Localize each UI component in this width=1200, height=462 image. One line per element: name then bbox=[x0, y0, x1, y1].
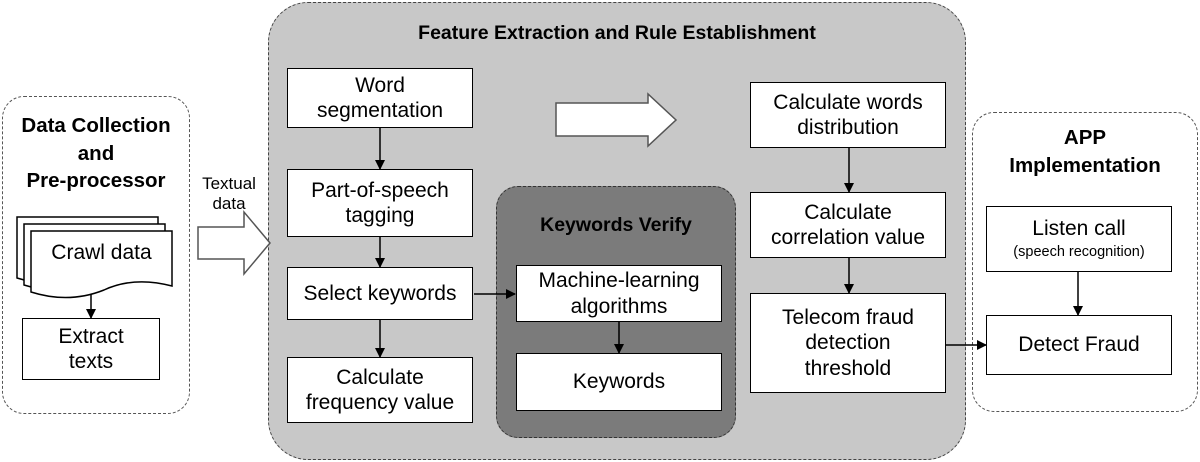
keywords-verify-title: Keywords Verify bbox=[540, 214, 692, 236]
app-title-line1: APP bbox=[1063, 126, 1107, 149]
data-collection-title-line2: and bbox=[77, 141, 115, 165]
calculate-frequency-line1: Calculate bbox=[336, 365, 424, 389]
listen-call-line1: Listen call bbox=[1032, 217, 1126, 241]
calculate-correlation-box: Calculate correlation value bbox=[750, 192, 946, 258]
fraud-threshold-box: Telecom fraud detection threshold bbox=[750, 293, 946, 393]
app-implementation-title: APP Implementation bbox=[972, 124, 1198, 179]
crawl-data-label: Crawl data bbox=[51, 241, 152, 264]
app-title-line2: Implementation bbox=[1009, 153, 1161, 177]
machine-learning-line1: Machine-learning bbox=[538, 269, 700, 293]
process-flow-arrow bbox=[555, 92, 678, 148]
fraud-threshold-line3: threshold bbox=[804, 356, 892, 380]
data-collection-title-line3: Pre-processor bbox=[26, 169, 166, 193]
calculate-frequency-box: Calculate frequency value bbox=[287, 357, 473, 423]
calculate-distribution-line1: Calculate words bbox=[773, 90, 923, 114]
select-keywords-box: Select keywords bbox=[287, 267, 473, 320]
textual-data-arrow bbox=[197, 209, 271, 277]
fraud-threshold-line2: detection bbox=[805, 331, 891, 355]
data-collection-title-line1: Data Collection bbox=[21, 114, 171, 137]
word-segmentation-box: Word segmentation bbox=[287, 68, 473, 128]
keywords-box: Keywords bbox=[516, 353, 722, 411]
pos-tagging-line2: tagging bbox=[345, 204, 415, 227]
word-segmentation-line2: segmentation bbox=[316, 99, 444, 122]
pos-tagging-line1: Part-of-speech bbox=[311, 178, 449, 202]
detect-fraud-box: Detect Fraud bbox=[986, 315, 1172, 375]
listen-call-line2: (speech recognition) bbox=[1013, 244, 1145, 261]
extract-texts-line2: texts bbox=[68, 350, 114, 373]
feature-extraction-title: Feature Extraction and Rule Establishmen… bbox=[418, 22, 816, 44]
textual-data-line2: data bbox=[212, 194, 246, 214]
machine-learning-line2: algorithms bbox=[570, 294, 668, 318]
textual-data-line1: Textual bbox=[202, 174, 256, 193]
textual-data-label: Textual data bbox=[193, 174, 265, 215]
pos-tagging-box: Part-of-speech tagging bbox=[287, 169, 473, 237]
calculate-distribution-line2: distribution bbox=[797, 116, 899, 139]
calculate-distribution-box: Calculate words distribution bbox=[750, 82, 946, 148]
fraud-threshold-line1: Telecom fraud bbox=[782, 306, 914, 330]
data-collection-title: Data Collection and Pre-processor bbox=[6, 112, 186, 195]
document-front bbox=[30, 230, 173, 299]
extract-texts-line1: Extract bbox=[58, 324, 124, 348]
listen-call-box: Listen call (speech recognition) bbox=[986, 206, 1172, 272]
word-segmentation-line1: Word bbox=[355, 73, 405, 97]
machine-learning-box: Machine-learning algorithms bbox=[516, 265, 722, 322]
calculate-correlation-line2: correlation value bbox=[770, 226, 926, 249]
calculate-correlation-line1: Calculate bbox=[804, 200, 892, 224]
calculate-frequency-line2: frequency value bbox=[305, 391, 455, 414]
extract-texts-box: Extract texts bbox=[22, 318, 160, 380]
